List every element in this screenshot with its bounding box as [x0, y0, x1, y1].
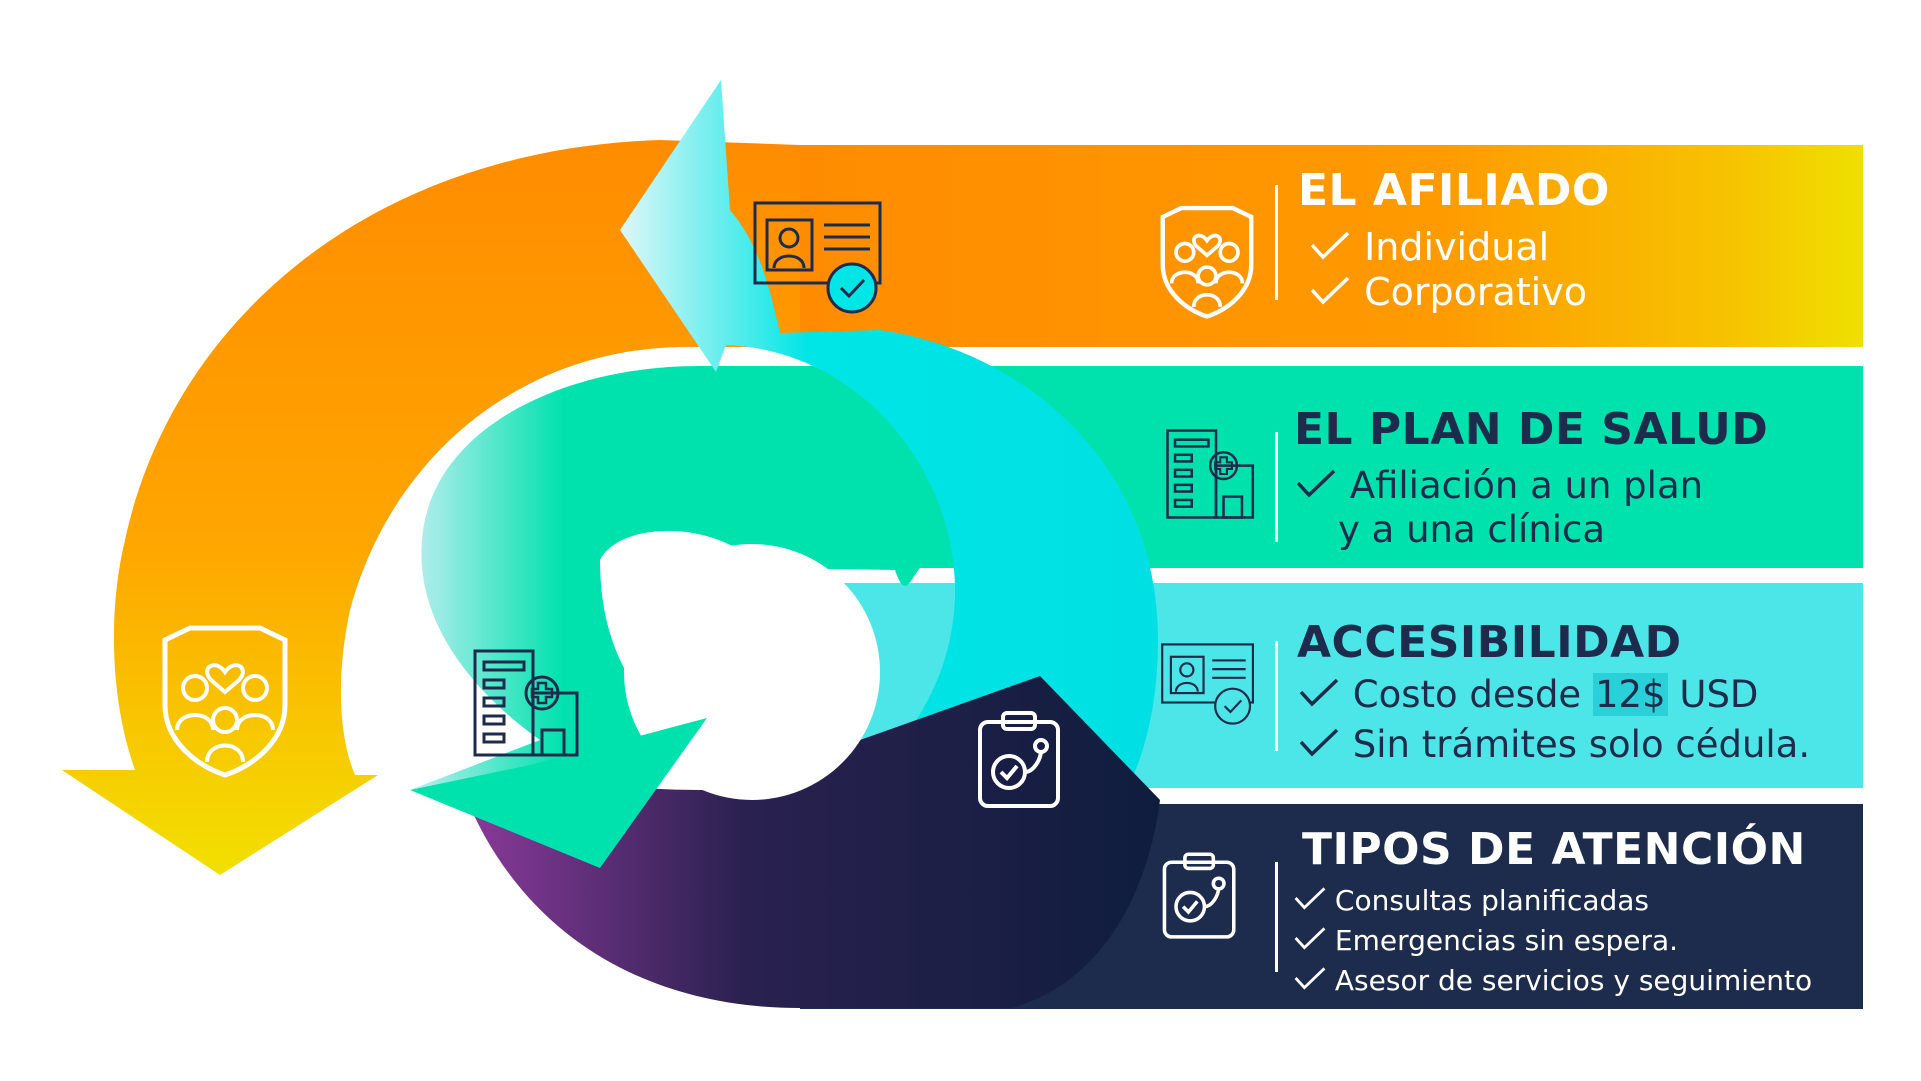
- check-icon: [1296, 469, 1336, 498]
- panel-divider: [1275, 862, 1278, 972]
- item-text: Corporativo: [1364, 270, 1587, 314]
- list-item: Asesor de servicios y seguimiento: [1294, 964, 1812, 997]
- check-icon: [1294, 967, 1326, 990]
- check-icon: [1294, 927, 1326, 950]
- item-text: Asesor de servicios y seguimiento: [1334, 964, 1813, 997]
- list-item: Afiliación a un plan: [1294, 464, 1703, 507]
- check-icon: [1310, 276, 1350, 305]
- item-text: Individual: [1364, 225, 1550, 269]
- panel-el-afiliado: EL AFILIADO Individual Corporativo: [800, 145, 1863, 347]
- list-item: Corporativo: [1308, 270, 1587, 314]
- clipboard-stethoscope-icon: [1162, 852, 1236, 939]
- panel-divider: [1275, 432, 1278, 542]
- panel-title: ACCESIBILIDAD: [1297, 617, 1682, 668]
- check-icon: [1299, 678, 1339, 707]
- panel-title: TIPOS DE ATENCIÓN: [1302, 824, 1806, 875]
- item-text: Consultas planificadas: [1334, 884, 1650, 917]
- check-icon: [1299, 728, 1339, 757]
- orange-arrow: [62, 140, 800, 875]
- list-item: Individual: [1308, 225, 1549, 269]
- item-text: y a una clínica: [1338, 508, 1606, 551]
- check-icon: [1294, 887, 1326, 910]
- item-text: Sin trámites solo cédula.: [1352, 723, 1811, 766]
- check-icon: [1310, 231, 1350, 260]
- hospital-building-icon: [473, 649, 579, 757]
- green-arrowhead: [410, 718, 707, 868]
- navy-arrow: [465, 676, 1160, 1008]
- id-card-check-icon: [1161, 643, 1255, 725]
- panel-divider: [1275, 641, 1278, 751]
- price-highlight: 12$: [1592, 673, 1668, 716]
- list-item: y a una clínica: [1338, 508, 1605, 551]
- panel-title: EL PLAN DE SALUD: [1294, 404, 1769, 455]
- list-item: Costo desde 12$ USD: [1297, 673, 1758, 716]
- item-text: Afiliación a un plan: [1349, 464, 1704, 507]
- item-text: Costo desde: [1352, 673, 1582, 716]
- clipboard-stethoscope-icon: [978, 711, 1060, 808]
- panel-title: EL AFILIADO: [1298, 165, 1610, 216]
- item-text: USD: [1679, 673, 1759, 716]
- family-shield-icon: [162, 625, 288, 778]
- id-card-check-icon: [753, 201, 882, 314]
- family-shield-icon: [1160, 205, 1254, 319]
- hospital-building-icon: [1166, 429, 1255, 519]
- list-item: Consultas planificadas: [1294, 884, 1649, 917]
- list-item: Sin trámites solo cédula.: [1297, 723, 1810, 766]
- item-text: Emergencias sin espera.: [1334, 924, 1679, 957]
- list-item: Emergencias sin espera.: [1294, 924, 1678, 957]
- panel-divider: [1275, 185, 1278, 300]
